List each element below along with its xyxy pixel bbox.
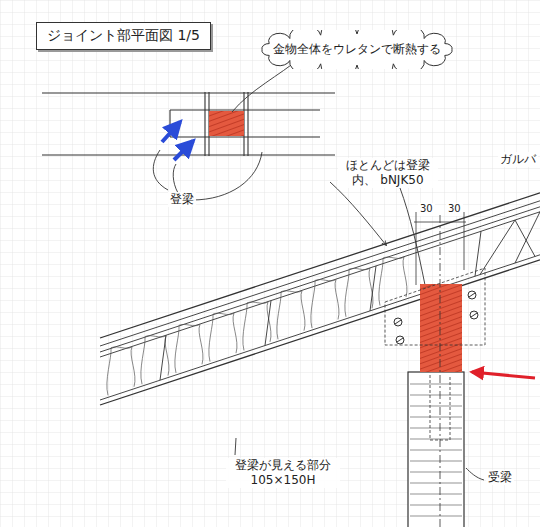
bolt [396, 336, 404, 344]
urethane-insulation [420, 284, 462, 372]
bolt [394, 318, 402, 326]
joint-hardware [385, 268, 485, 440]
blue-arrows [162, 122, 193, 160]
beam-hatch [410, 516, 462, 517]
insulation-squiggle [311, 279, 339, 328]
roof-layer-line [100, 193, 540, 338]
hardware-note: ほとんどは登梁内、 bNJK50 [338, 158, 438, 188]
beam-hatch [410, 505, 462, 506]
material-note: ガルバ [498, 152, 538, 167]
beam-hatch [410, 439, 462, 440]
member-name: 受梁 [486, 470, 514, 485]
truss-diagonal [515, 212, 540, 263]
insulation-squiggle [345, 268, 373, 317]
bolt [470, 311, 478, 319]
truss-diagonal [515, 220, 535, 256]
member-note: 登梁が見える部分 105×150H [226, 458, 340, 488]
block-line [265, 301, 271, 346]
beam-hatch [410, 450, 462, 451]
beam-hatch [410, 384, 462, 385]
receiving-beam [408, 372, 464, 527]
beam-hatch [410, 417, 462, 418]
urethane-insulation [209, 111, 244, 136]
block-line [160, 335, 166, 380]
bolt [469, 293, 475, 297]
bolt [468, 291, 476, 299]
roof-layer-line [100, 260, 540, 405]
member-name: 登梁 [168, 192, 196, 207]
leader-lines [153, 58, 484, 480]
beam-hatch [410, 428, 462, 429]
roof-layer-line [100, 207, 540, 352]
roof-layer-line [100, 201, 540, 346]
insulation-squiggle [107, 347, 135, 396]
section-view [100, 193, 540, 527]
roof-layer-line [100, 255, 540, 400]
bolt [397, 338, 403, 342]
beam-hatch [410, 494, 462, 495]
insulation-squiggle [243, 302, 271, 351]
beam-hatch [410, 461, 462, 462]
cloud-callout: 金物全体をウレタンで断熱する [258, 30, 456, 69]
sheet-title: ジョイント部平面図 1/5 [36, 22, 211, 50]
dimension: 30 [418, 203, 435, 216]
dimension-line [414, 212, 466, 285]
beam-hatch [410, 472, 462, 473]
truss-diagonal [480, 220, 515, 275]
insulation-squiggle [209, 313, 237, 362]
beam-hatch [410, 395, 462, 396]
insulation-squiggle [277, 291, 305, 340]
center-line [440, 215, 441, 527]
bolt [471, 313, 477, 317]
beam-hatch [410, 406, 462, 407]
insulation-squiggle [379, 257, 407, 306]
callout-text: 金物全体をウレタンで断熱する [258, 30, 456, 58]
insulation-squiggle [175, 324, 203, 373]
dimension: 30 [446, 203, 463, 216]
insulation-squiggle [141, 336, 169, 385]
red-arrow [472, 372, 535, 378]
bolt [395, 320, 401, 324]
beam-hatch [410, 483, 462, 484]
block-line [370, 266, 376, 311]
